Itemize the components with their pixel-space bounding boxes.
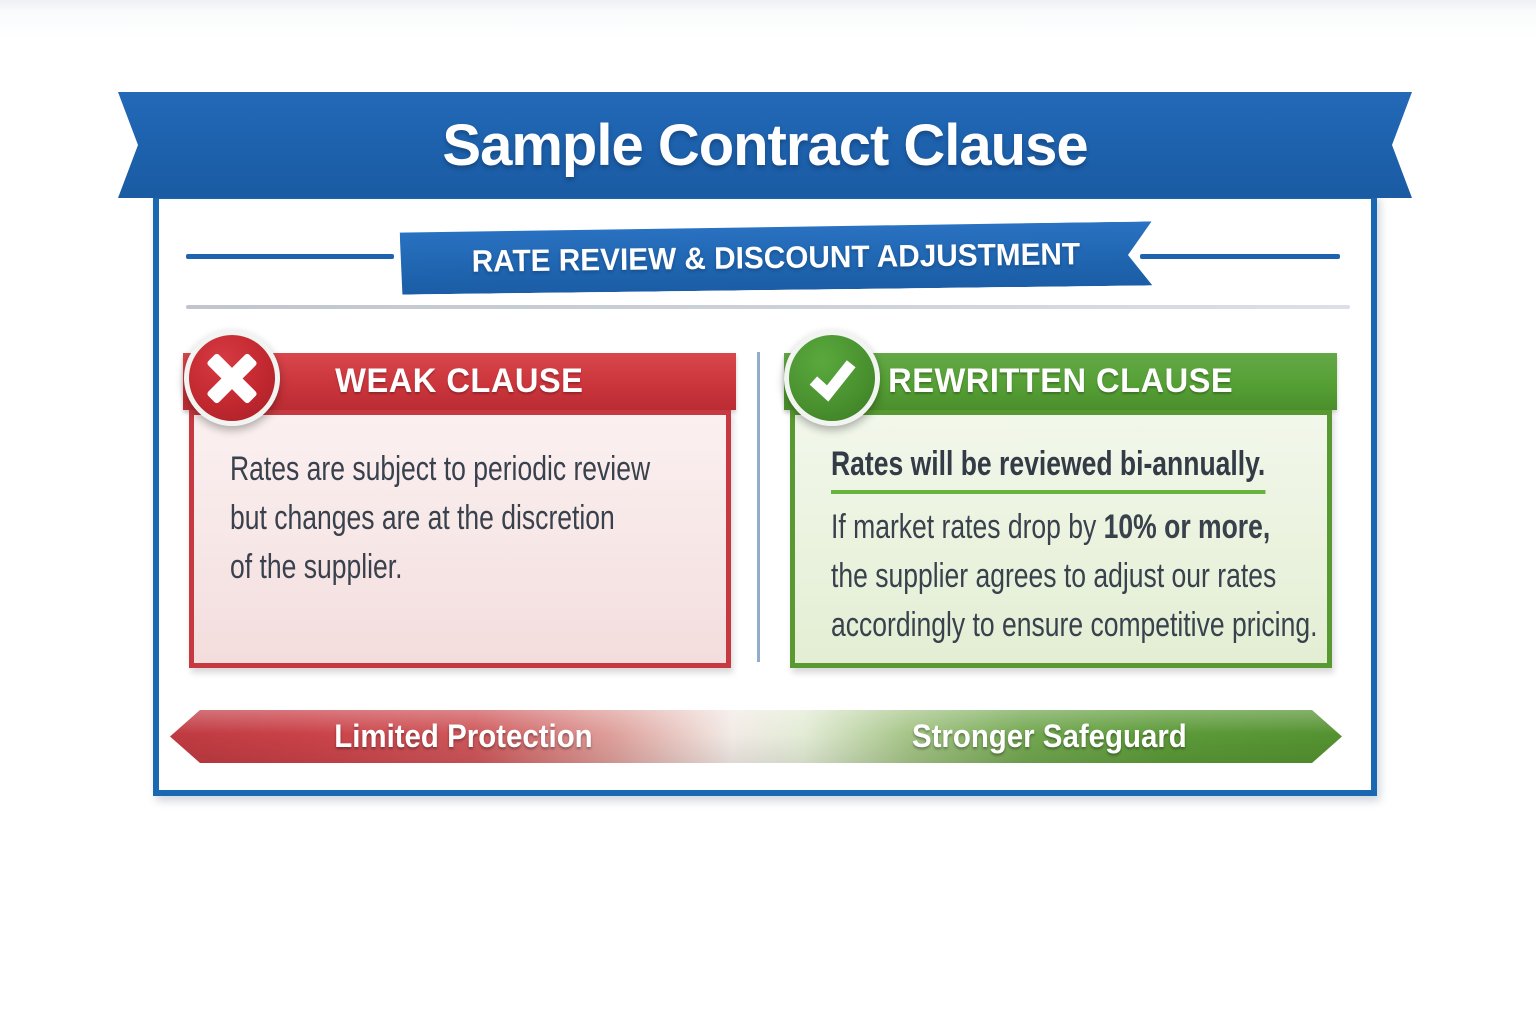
right-rule-line [1140,254,1340,259]
section-title: RATE REVIEW & DISCOUNT ADJUSTMENT [471,236,1081,279]
protection-scale-bar: Limited Protection Stronger Safeguard [170,710,1342,763]
clause-text-line: If market rates drop by 10% or more, [831,508,1271,546]
rewritten-clause-header: REWRITTEN CLAUSE [784,353,1337,410]
panel-divider [757,352,760,662]
check-mark-glyph [809,360,856,402]
rewritten-clause-paragraph: If market rates drop by 10% or more, the … [831,503,1327,650]
title-ribbon: Sample Contract Clause [118,92,1412,198]
rewritten-clause-lead: Rates will be reviewed bi-annually. [831,445,1266,494]
rewritten-clause-body: Rates will be reviewed bi-annually. If m… [790,410,1332,668]
clause-text-line: accordingly to ensure competitive pricin… [831,606,1318,644]
page-title: Sample Contract Clause [442,112,1088,178]
x-mark-icon [184,330,280,426]
left-rule-line [186,254,394,259]
weak-clause-body: Rates are subject to periodic review but … [189,410,731,668]
x-mark-glyph [202,348,262,408]
scale-weak-side: Limited Protection [170,710,756,763]
rewritten-clause-text: Rates will be reviewed bi-annually. If m… [795,415,1327,650]
clause-text-line: but changes are at the discretion [230,499,615,537]
rewritten-clause-title: REWRITTEN CLAUSE [888,362,1233,400]
section-divider [186,305,1350,309]
clause-text-line: of the supplier. [230,548,403,586]
scale-right-label: Stronger Safeguard [911,718,1187,754]
scale-left-label: Limited Protection [333,718,593,754]
clause-text-line: the supplier agrees to adjust our rates [831,557,1277,595]
section-banner: RATE REVIEW & DISCOUNT ADJUSTMENT [400,221,1153,294]
scale-strong-side: Stronger Safeguard [756,710,1342,763]
weak-clause-text: Rates are subject to periodic review but … [194,415,726,592]
weak-clause-title: WEAK CLAUSE [335,362,584,400]
check-mark-icon [784,330,880,426]
clause-text-line: Rates are subject to periodic review [230,450,651,488]
